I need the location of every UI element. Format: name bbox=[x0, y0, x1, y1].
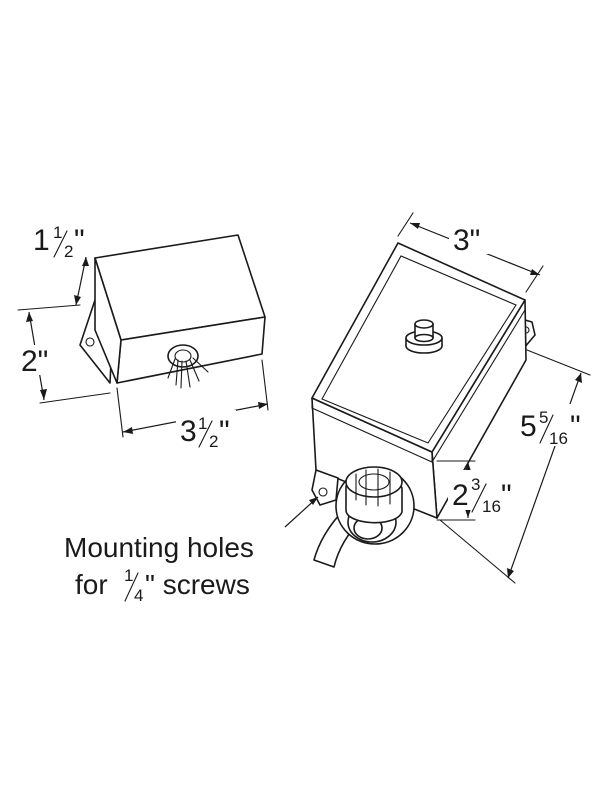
mounting-holes-callout: Mounting holes for 1 4 " screws bbox=[64, 532, 254, 605]
small-wire-leads bbox=[167, 357, 209, 389]
push-button bbox=[405, 319, 443, 354]
large-length-num: 5 bbox=[539, 408, 548, 427]
small-enclosure-end bbox=[94, 257, 122, 384]
small-length-num: 1 bbox=[198, 414, 207, 433]
small-depth-den: 2 bbox=[64, 242, 73, 261]
large-height-num: 3 bbox=[471, 475, 480, 494]
large-length-dimension: 5 5 16 " bbox=[439, 349, 592, 584]
large-height-unit: " bbox=[501, 479, 512, 512]
cable-connector bbox=[335, 466, 415, 545]
large-lid-border bbox=[321, 255, 517, 444]
large-height-dimension: 2 3 16 " bbox=[436, 460, 523, 521]
large-height-den: 16 bbox=[482, 497, 501, 516]
callout-line-2-prefix: for bbox=[75, 569, 108, 600]
large-length-unit: " bbox=[570, 410, 581, 443]
small-height-label: 2" bbox=[21, 345, 48, 378]
small-depth-unit: " bbox=[74, 224, 85, 257]
small-grommet bbox=[167, 344, 199, 368]
small-depth-dimension: 1 1 2 " bbox=[33, 223, 89, 306]
small-length-whole: 3 bbox=[180, 415, 197, 448]
large-length-den: 16 bbox=[549, 429, 568, 448]
small-height-dimension: 2" bbox=[17, 304, 111, 404]
large-mounting-hole bbox=[318, 487, 328, 497]
large-enclosure bbox=[311, 242, 536, 568]
large-left-flange bbox=[311, 469, 339, 506]
small-depth-num: 1 bbox=[53, 223, 62, 242]
callout-frac-num: 1 bbox=[124, 566, 133, 585]
small-mounting-hole bbox=[85, 337, 95, 347]
large-length-whole: 5 bbox=[520, 410, 537, 443]
small-length-dimension: 3 1 2 " bbox=[116, 359, 269, 451]
large-width-label: 3" bbox=[453, 224, 480, 257]
large-width-dimension: 3" bbox=[397, 212, 544, 293]
callout-line-1: Mounting holes bbox=[64, 532, 254, 563]
callout-line-2-suffix: " screws bbox=[145, 569, 250, 600]
mounting-hole-leader bbox=[284, 496, 319, 528]
small-enclosure bbox=[79, 234, 266, 389]
large-height-whole: 2 bbox=[452, 479, 469, 512]
small-depth-whole: 1 bbox=[33, 224, 50, 257]
callout-frac-den: 4 bbox=[134, 586, 143, 605]
small-length-unit: " bbox=[219, 415, 230, 448]
small-length-den: 2 bbox=[209, 432, 218, 451]
